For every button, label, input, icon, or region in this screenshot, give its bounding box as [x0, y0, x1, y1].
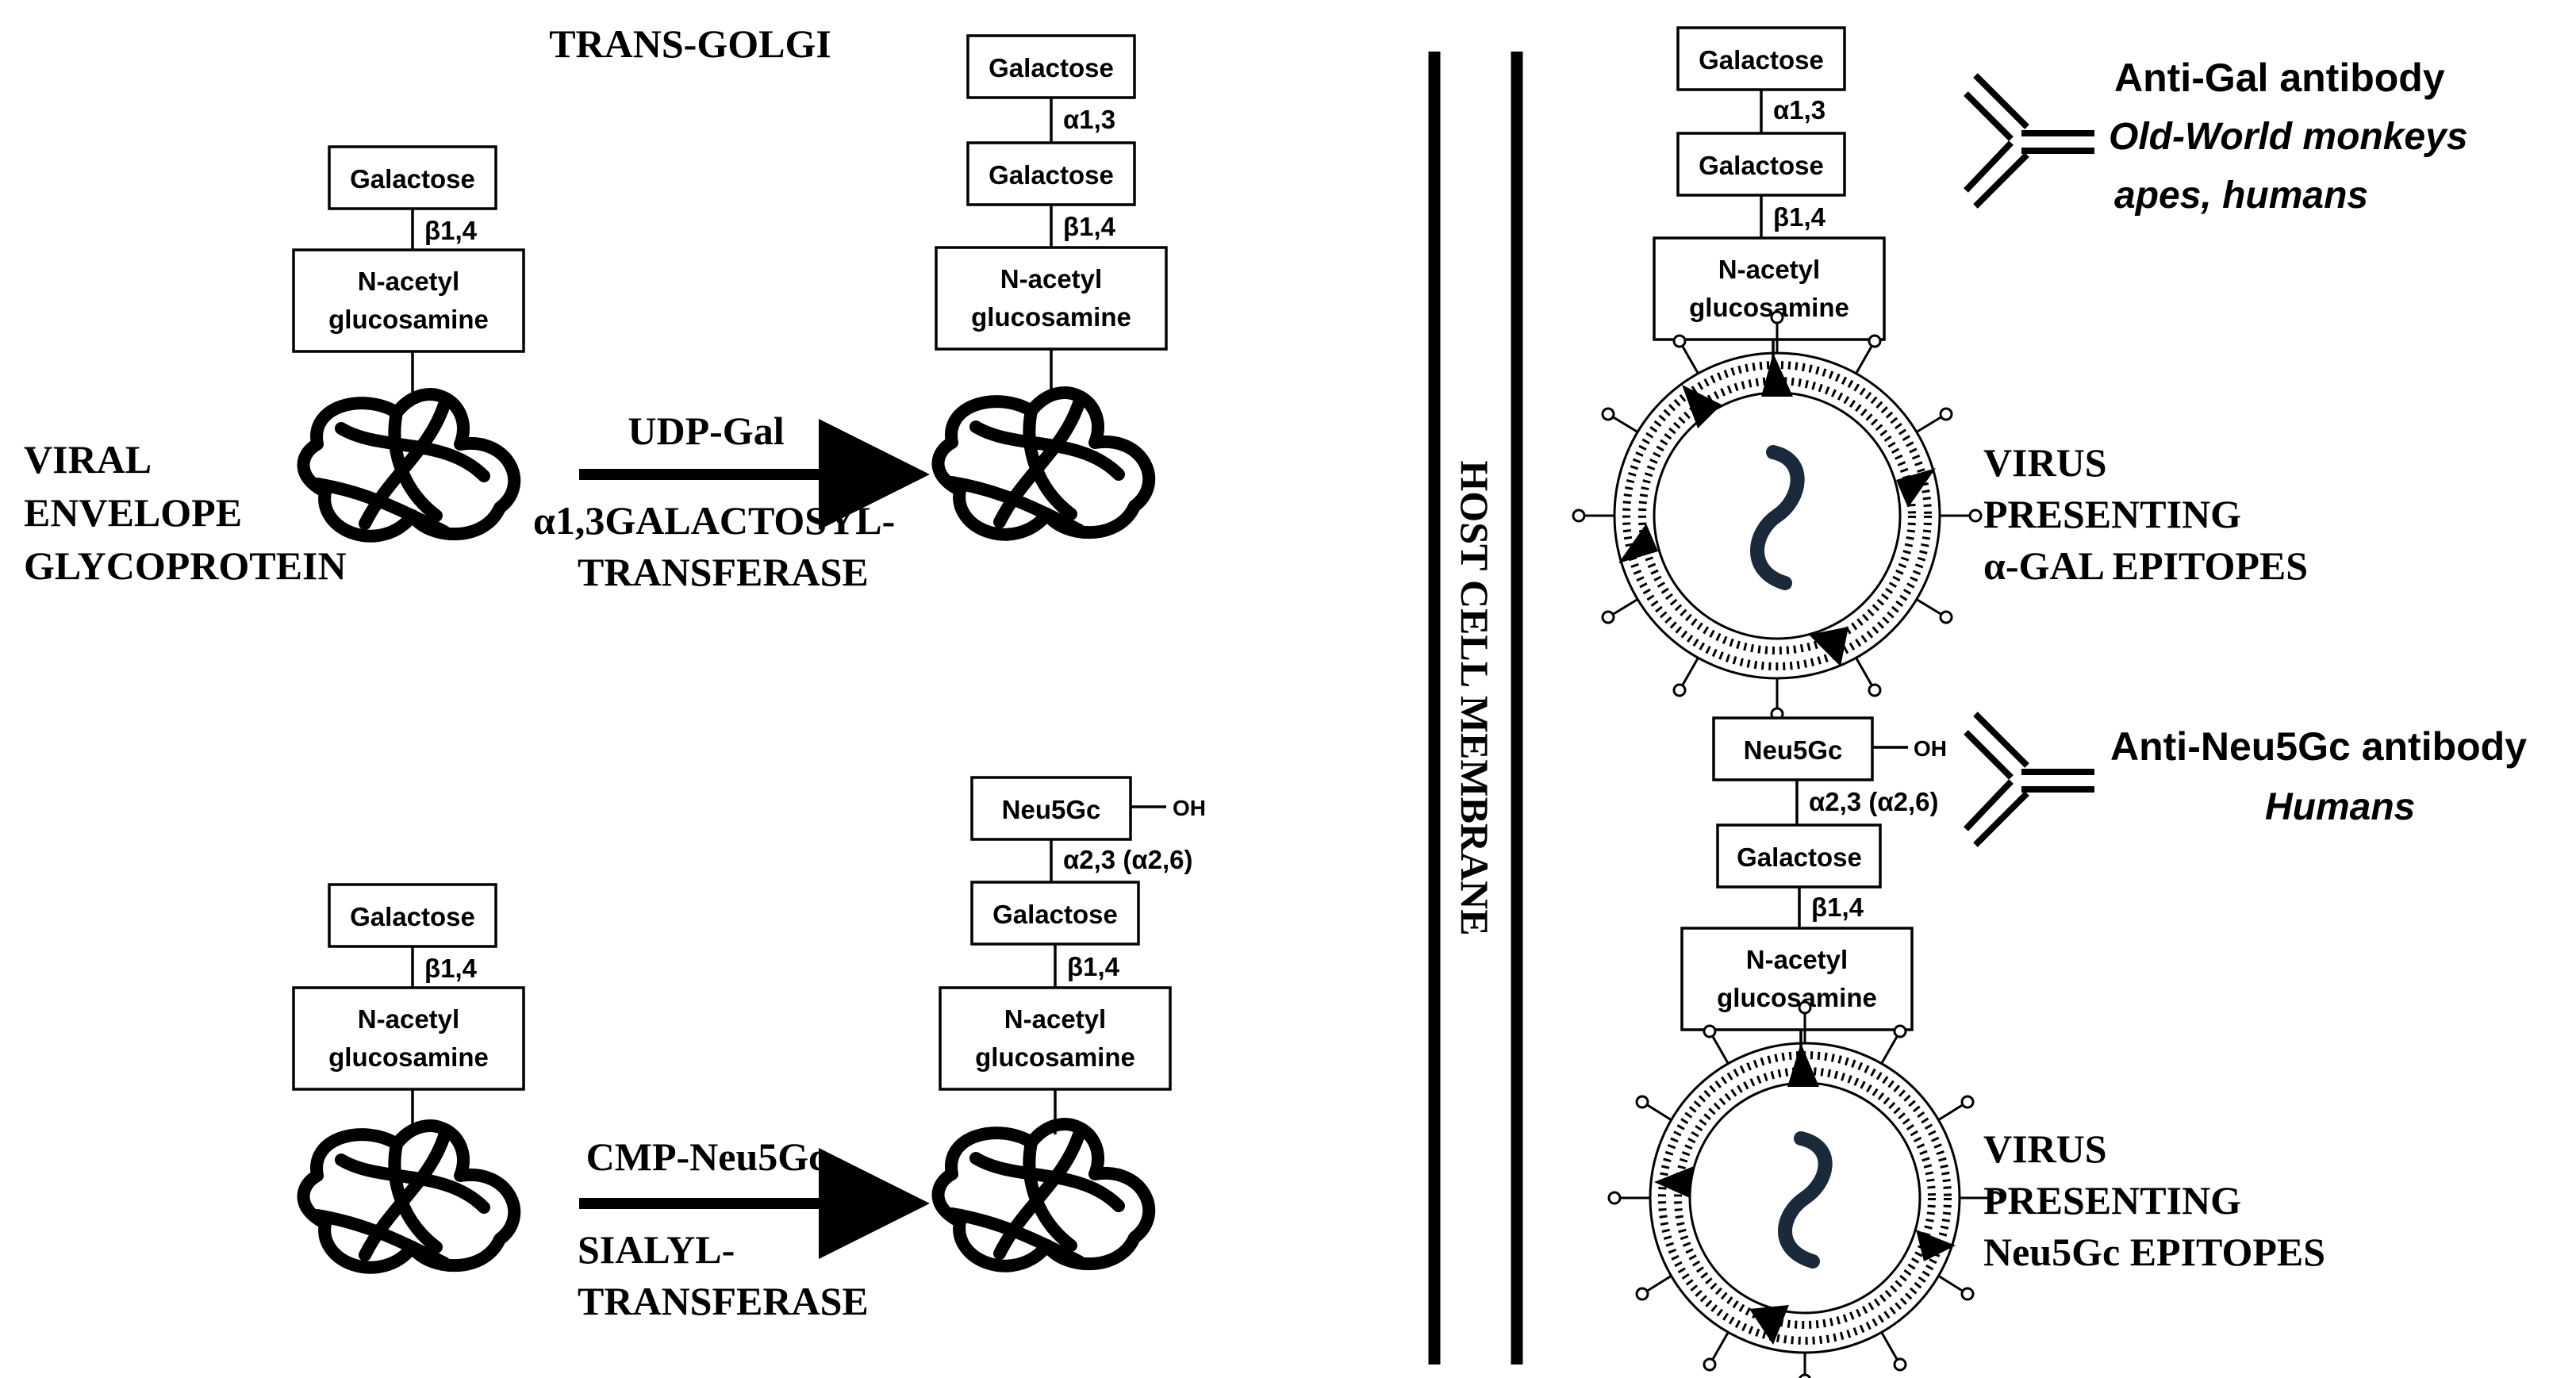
- anti-gal-species-1: Old-World monkeys: [2109, 116, 2468, 158]
- viral-label-2: ENVELOPE: [24, 490, 242, 535]
- glycan-chain-bottom-left: Galactose β1,4 N-acetyl glucosamine: [292, 883, 525, 1268]
- glcnac-label-1: N-acetyl: [358, 267, 459, 296]
- glcnac-label-2: glucosamine: [328, 305, 489, 334]
- anti-gal-label: Anti-Gal antibody: [2114, 56, 2445, 100]
- galactosyltransferase-label-2: TRANSFERASE: [578, 550, 869, 594]
- virus2-label-3: Neu5Gc EPITOPES: [1983, 1230, 2325, 1274]
- svg-text:β1,4: β1,4: [1063, 212, 1116, 241]
- svg-text:glucosamine: glucosamine: [975, 1042, 1135, 1072]
- svg-text:Galactose: Galactose: [1699, 151, 1824, 180]
- virus1-label-3: α-GAL EPITOPES: [1983, 543, 2308, 588]
- glycan-chain-top-left: Galactose β1,4 N-acetyl glucosamine: [292, 145, 525, 536]
- viral-genome-icon: [1778, 1131, 1833, 1269]
- virus2-label-1: VIRUS: [1983, 1127, 2107, 1171]
- svg-text:glucosamine: glucosamine: [1717, 983, 1877, 1012]
- svg-text:glucosamine: glucosamine: [971, 302, 1131, 332]
- svg-text:Galactose: Galactose: [989, 160, 1114, 190]
- svg-text:Neu5Gc: Neu5Gc: [1744, 735, 1843, 765]
- svg-text:N-acetyl: N-acetyl: [358, 1004, 459, 1034]
- svg-text:β1,4: β1,4: [1773, 202, 1826, 232]
- svg-text:Galactose: Galactose: [350, 902, 475, 931]
- anti-gal-antibody-icon: [1964, 73, 2094, 209]
- svg-text:Galactose: Galactose: [1737, 843, 1862, 872]
- galactosyltransferase-label-1: α1,3GALACTOSYL-: [533, 498, 895, 543]
- svg-text:glucosamine: glucosamine: [328, 1042, 489, 1072]
- svg-text:N-acetyl: N-acetyl: [1718, 255, 1820, 284]
- glycoprotein-blob: [304, 394, 515, 536]
- alpha-gal-chain-golgi: Galactose α1,3 Galactose β1,4 N-acetyl g…: [936, 34, 1168, 535]
- svg-text:glucosamine: glucosamine: [1689, 293, 1849, 322]
- anti-gal-species-2: apes, humans: [2114, 175, 2368, 217]
- viral-label-1: VIRAL: [24, 437, 152, 482]
- cmp-neu5gc-label: CMP-Neu5Gc: [586, 1134, 827, 1179]
- svg-text:N-acetyl: N-acetyl: [1004, 1004, 1106, 1034]
- virus1-label-1: VIRUS: [1983, 440, 2107, 485]
- svg-text:OH: OH: [1914, 736, 1947, 761]
- alpha13-linkage: α1,3: [1063, 105, 1115, 134]
- svg-text:N-acetyl: N-acetyl: [1746, 945, 1848, 974]
- sialyltransferase-label-1: SIALYL-: [578, 1227, 735, 1272]
- udp-gal-label: UDP-Gal: [628, 409, 784, 453]
- anti-neu5gc-antibody-icon: [1964, 712, 2094, 847]
- svg-text:α2,3 (α2,6): α2,3 (α2,6): [1809, 787, 1938, 816]
- neu5gc-chain-golgi: Neu5Gc OH α2,3 (α2,6) Galactose β1,4 N-a…: [939, 776, 1206, 1266]
- alpha-gal-chain-virus: Galactose α1,3 Galactose β1,4 N-acetyl g…: [1653, 26, 1886, 397]
- alpha23-linkage: α2,3 (α2,6): [1063, 845, 1192, 874]
- virus1-label-2: PRESENTING: [1983, 492, 2241, 536]
- host-cell-membrane-label: HOST CELL MEMBRANE: [1453, 460, 1497, 935]
- anti-neu5gc-label: Anti-Neu5Gc antibody: [2110, 724, 2527, 769]
- svg-text:N-acetyl: N-acetyl: [1000, 264, 1102, 294]
- svg-text:β1,4: β1,4: [424, 954, 478, 983]
- neu5gc-chain-virus: Neu5Gc OH α2,3 (α2,6) Galactose β1,4 N-a…: [1680, 716, 1947, 1087]
- svg-text:β1,4: β1,4: [1067, 952, 1120, 981]
- virus-neu5gc: [1607, 1000, 2002, 1378]
- svg-text:α1,3: α1,3: [1773, 95, 1825, 125]
- virus-alpha-gal: [1572, 310, 1983, 721]
- beta14-linkage: β1,4: [424, 216, 478, 245]
- svg-text:Galactose: Galactose: [989, 53, 1114, 83]
- viral-genome-icon: [1750, 445, 1805, 590]
- oh-group: OH: [1173, 796, 1206, 820]
- sialyltransferase-label-2: TRANSFERASE: [578, 1279, 869, 1323]
- galactose-label: Galactose: [350, 164, 475, 194]
- svg-text:Galactose: Galactose: [1699, 45, 1824, 75]
- anti-neu5gc-species: Humans: [2265, 786, 2415, 828]
- svg-text:Galactose: Galactose: [992, 900, 1118, 929]
- svg-text:β1,4: β1,4: [1811, 892, 1864, 922]
- trans-golgi-title: TRANS-GOLGI: [549, 21, 831, 66]
- virus2-label-2: PRESENTING: [1983, 1178, 2241, 1223]
- svg-text:Neu5Gc: Neu5Gc: [1002, 795, 1101, 824]
- viral-label-3: GLYCOPROTEIN: [24, 543, 347, 588]
